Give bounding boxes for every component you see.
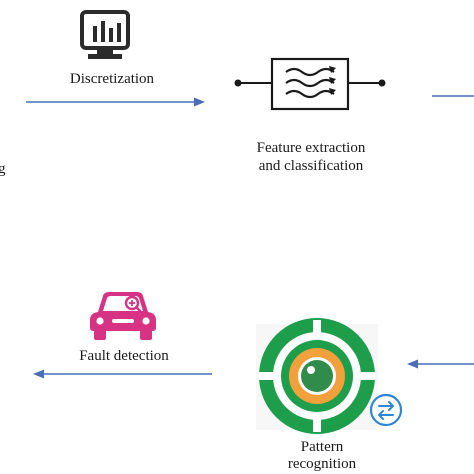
monitor-bar-chart-icon [80,10,130,59]
discretization-label: Discretization [69,71,155,87]
pattern-recognition-label-line1: Pattern [300,439,344,455]
arrow-from-fault [33,369,212,379]
car-search-icon [90,292,156,340]
pattern-recognition-label-line2: recognition [287,456,357,472]
target-eye-icon [256,318,403,434]
feature-extraction-label-line2: and classification [258,158,364,174]
arrow-to-pattern [407,359,474,369]
arrow-to-right-edge [432,95,474,97]
fault-detection-label: Fault detection [79,348,169,364]
filter-waves-icon [234,57,386,111]
swap-badge-icon [369,393,403,427]
cutoff-label: g [0,161,6,177]
arrow-to-feature [26,97,205,107]
feature-extraction-label-line1: Feature extraction [256,140,366,156]
